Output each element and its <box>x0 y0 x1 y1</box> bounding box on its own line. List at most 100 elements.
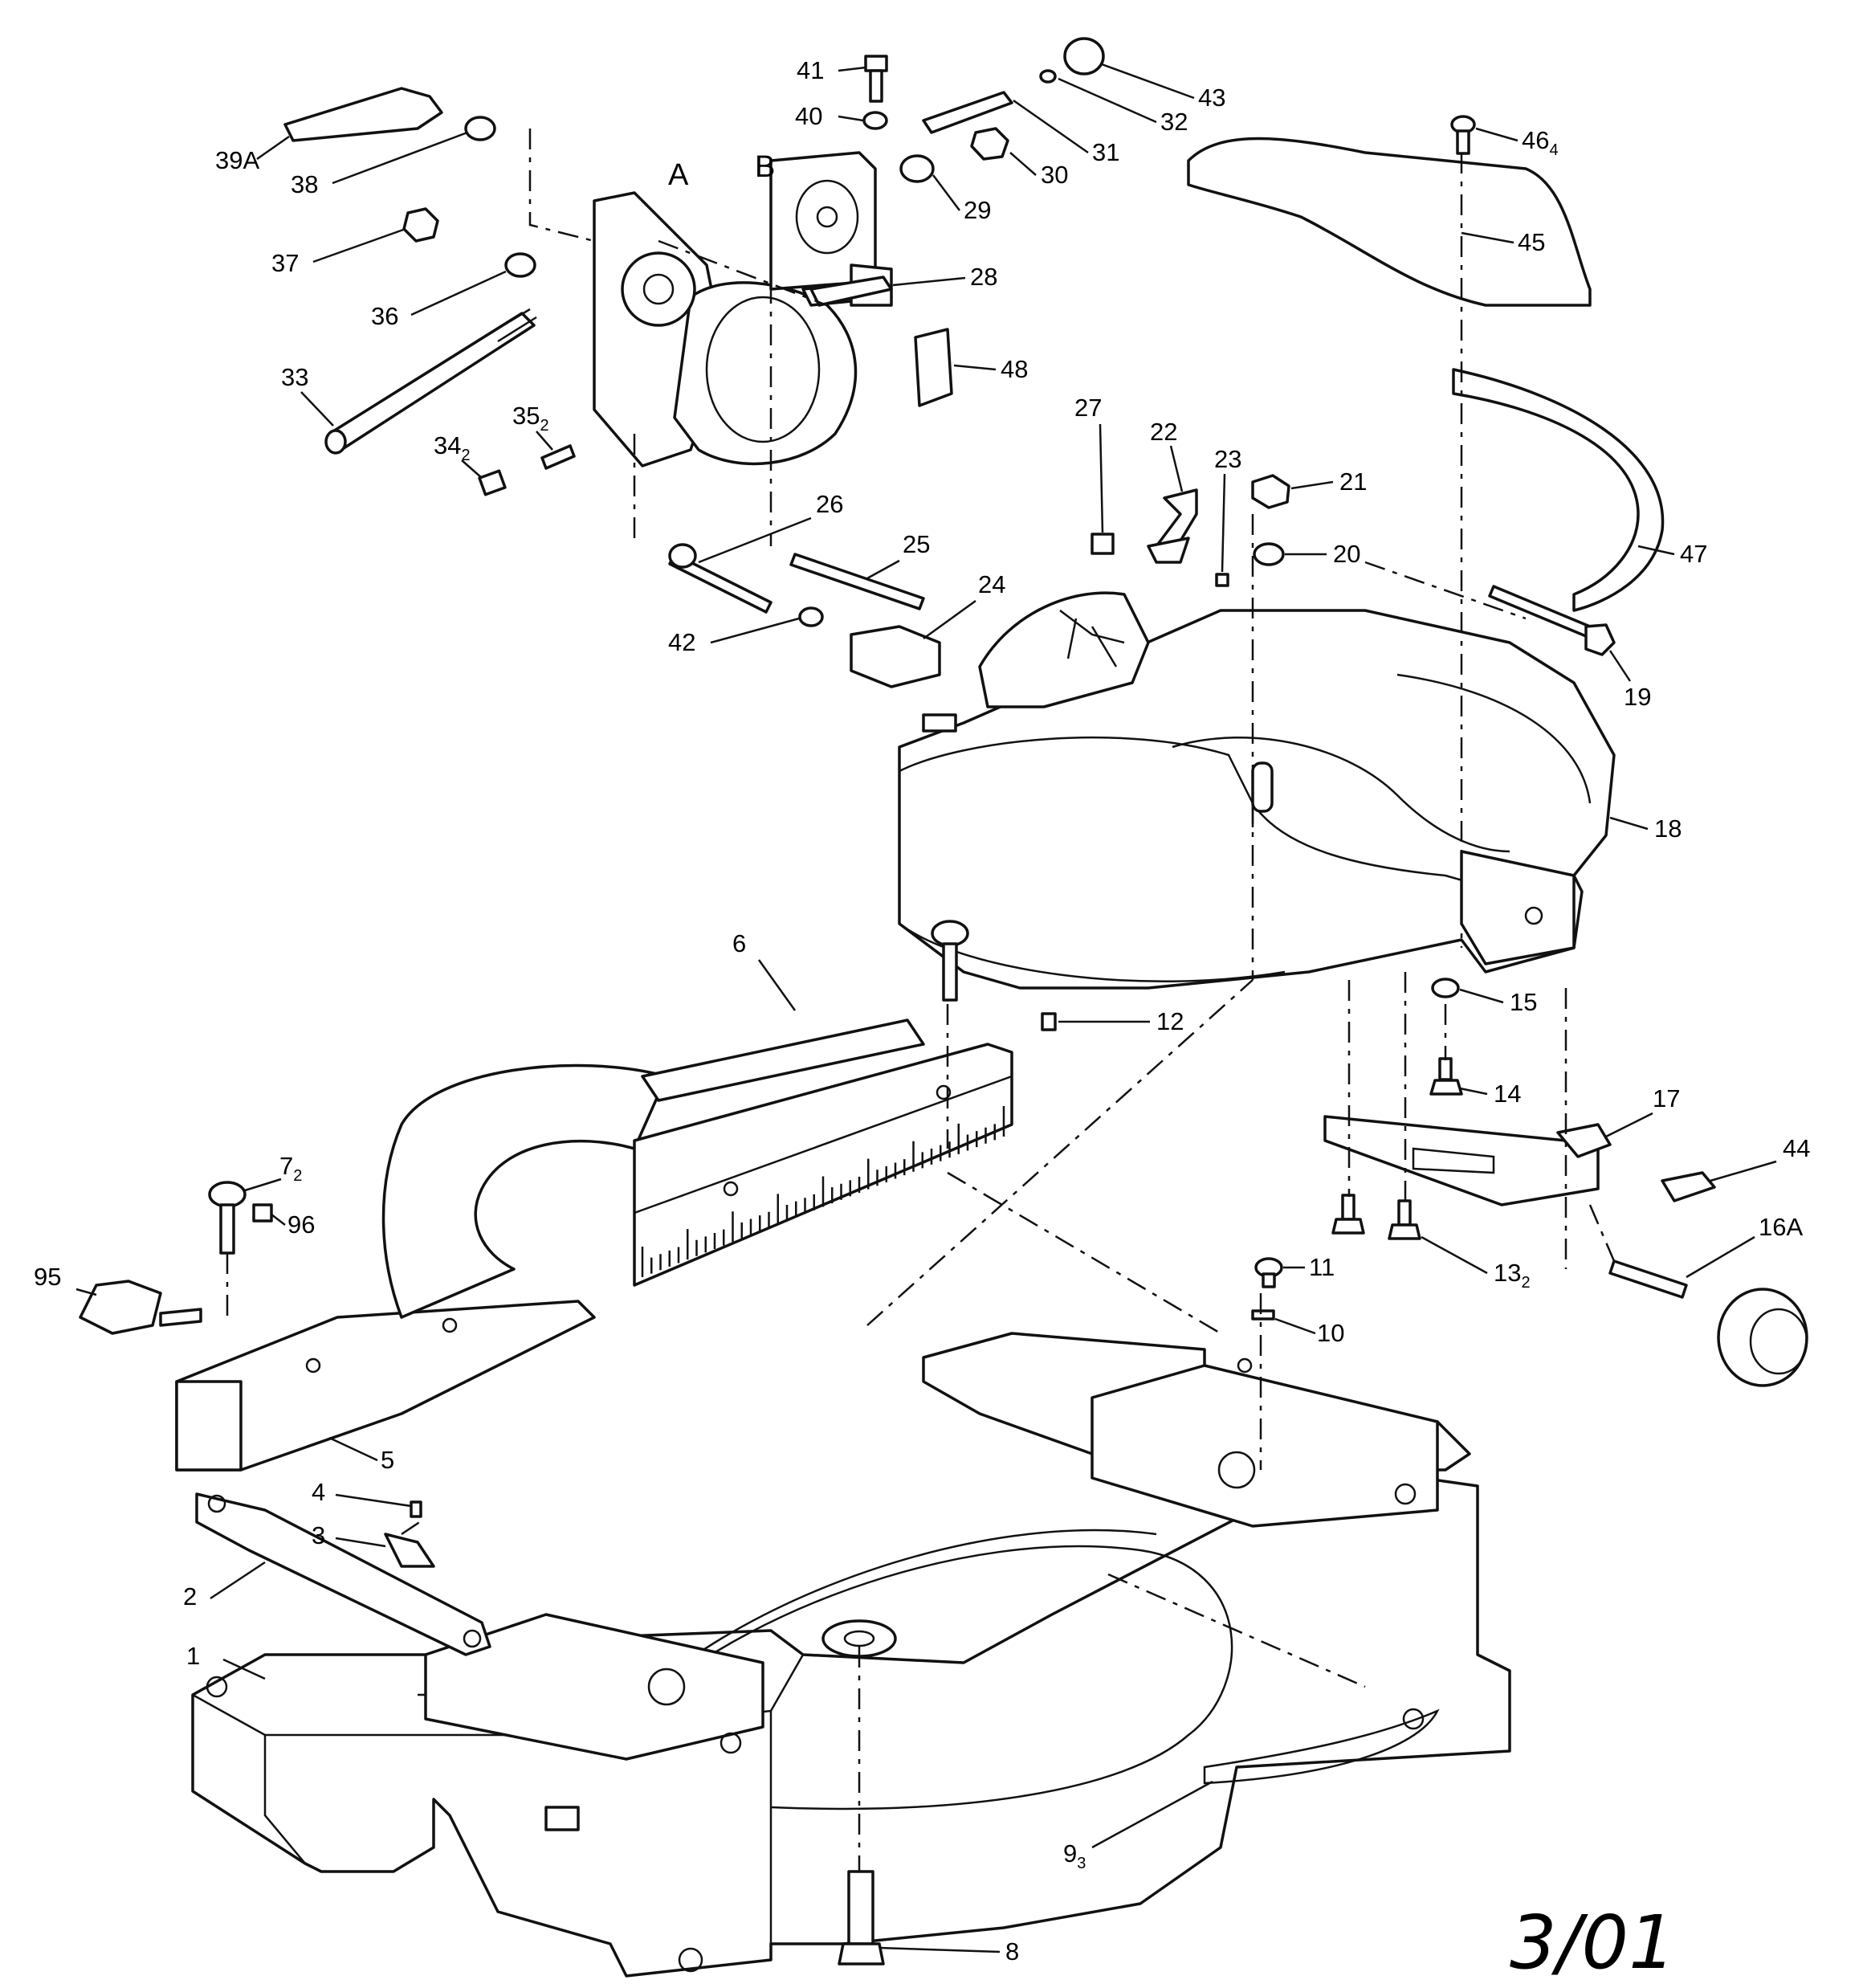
leader-line-4 <box>335 1493 412 1508</box>
callout-36: 36 <box>371 302 398 330</box>
leader-line-16a <box>1686 1235 1755 1279</box>
bolt-part-8 <box>838 1870 885 1966</box>
curved-guard-part-47 <box>1452 368 1665 612</box>
leader-line-6 <box>757 959 797 1011</box>
callout-11: 11 <box>1309 1253 1335 1281</box>
leader-line-35 <box>536 431 553 451</box>
leader-line-14 <box>1459 1087 1488 1096</box>
shaft-part <box>324 308 537 455</box>
set-screw-part <box>478 469 507 496</box>
leader-line-37 <box>312 227 406 263</box>
callout-44: 44 <box>1783 1134 1810 1162</box>
leader-line-22 <box>1169 445 1184 492</box>
leader-line-17 <box>1605 1112 1653 1138</box>
callout-20: 20 <box>1333 540 1360 568</box>
knob-part-43 <box>1063 37 1105 76</box>
leader-line-33 <box>300 391 334 427</box>
callout-34: 342 <box>434 431 471 464</box>
leader-line-24 <box>923 599 976 640</box>
washer-part-36 <box>504 252 536 278</box>
screw-part-13 <box>1331 1194 1421 1240</box>
callout-9-quantity: 3 <box>1077 1855 1086 1872</box>
leader-line-13 <box>1421 1235 1488 1275</box>
leader-line-34 <box>461 459 483 479</box>
callout-37: 37 <box>271 249 299 277</box>
callout-10: 10 <box>1317 1319 1344 1347</box>
lever-part <box>283 87 443 142</box>
pin-part-10 <box>1251 1309 1275 1321</box>
callout-7-quantity: 2 <box>293 1167 302 1185</box>
screw-part-14 <box>1429 1057 1463 1096</box>
callout-26: 26 <box>816 490 843 518</box>
screw-part-46 <box>1450 115 1476 155</box>
callout-31: 31 <box>1092 138 1119 166</box>
nut-part-96 <box>252 1203 273 1223</box>
callout-21: 21 <box>1339 467 1367 496</box>
turntable-part <box>898 591 1616 990</box>
leader-line-48 <box>953 364 997 371</box>
callout-48: 48 <box>1001 355 1028 383</box>
leader-line-23 <box>1221 473 1226 573</box>
callout-46: 464 <box>1522 126 1559 159</box>
callout-17: 17 <box>1653 1084 1680 1112</box>
callout-96: 96 <box>287 1210 315 1239</box>
rod-part-25 <box>789 553 925 610</box>
leader-line-7 <box>244 1178 282 1192</box>
screw-part-7 <box>208 1181 247 1255</box>
callout-leader-lines <box>75 63 1777 1953</box>
callout-22: 22 <box>1150 418 1177 446</box>
rod-part-31 <box>922 91 1013 134</box>
guard-plate-part-45 <box>1187 137 1592 307</box>
leader-line-39a <box>256 135 290 161</box>
callout-8: 8 <box>1005 1937 1019 1966</box>
washer-part-29 <box>899 154 935 183</box>
leader-line-46 <box>1475 127 1519 142</box>
callout-13: 132 <box>1494 1259 1531 1292</box>
leader-line-36 <box>410 270 507 316</box>
callout-7: 72 <box>279 1152 302 1185</box>
leader-line-47 <box>1637 545 1675 556</box>
callout-2: 2 <box>183 1582 197 1610</box>
block-part-24 <box>850 625 941 688</box>
washer-part-38 <box>464 116 496 141</box>
leader-line-27 <box>1099 423 1104 533</box>
leader-line-41 <box>838 66 866 72</box>
washer-part-15 <box>1431 978 1460 998</box>
washer-part-42 <box>798 606 824 627</box>
callout-32: 32 <box>1160 108 1188 136</box>
callout-14: 14 <box>1494 1080 1521 1108</box>
link-part-2 <box>195 1492 491 1656</box>
nut-part-30 <box>970 127 1009 161</box>
leader-line-8 <box>879 1946 1001 1953</box>
leader-line-45 <box>1461 231 1514 244</box>
leader-line-95 <box>75 1288 97 1296</box>
leader-line-43 <box>1101 63 1195 100</box>
leader-line-32 <box>1058 77 1157 124</box>
callout-95: 95 <box>34 1263 61 1291</box>
leader-line-30 <box>1009 152 1037 176</box>
clip-part-3 <box>384 1533 435 1568</box>
callout-39a: 39A <box>215 146 259 174</box>
callout-27: 27 <box>1074 394 1102 422</box>
leader-line-29 <box>932 174 960 211</box>
fence-screw <box>931 920 969 1002</box>
screw-part-23 <box>1215 573 1229 587</box>
callout-6: 6 <box>732 929 746 957</box>
revision-date: 3/01 <box>1510 1900 1676 1986</box>
callout-41: 41 <box>797 56 824 84</box>
leader-line-1 <box>222 1658 266 1680</box>
leader-line-38 <box>332 131 468 185</box>
bracket-part-28 <box>809 276 893 307</box>
tilt-arm-housing <box>593 151 893 467</box>
callout-47: 47 <box>1680 540 1707 568</box>
spring-part-9 <box>1203 1708 1440 1785</box>
nut-part-21 <box>1251 474 1290 509</box>
callout-38: 38 <box>291 170 318 198</box>
callout-43: 43 <box>1198 84 1225 112</box>
leader-line-96 <box>271 1214 286 1226</box>
view-letter-a: A <box>668 158 689 192</box>
callout-45: 45 <box>1518 228 1545 256</box>
leader-line-9 <box>1091 1780 1213 1849</box>
callout-24: 24 <box>978 570 1005 598</box>
